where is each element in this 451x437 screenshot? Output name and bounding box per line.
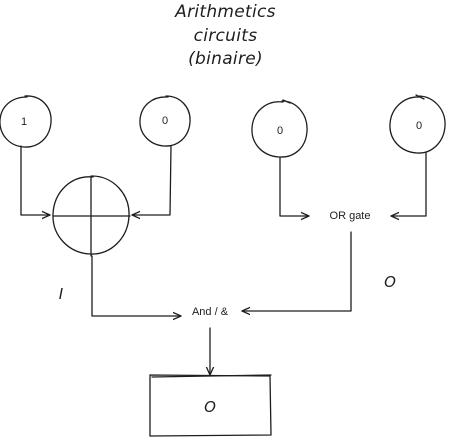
input-node-c: 0: [251, 99, 308, 158]
or-output-value: O: [384, 273, 396, 291]
input-node-b: 0: [139, 95, 191, 147]
diagram-title-line-2: circuits: [193, 26, 258, 46]
wire-c-to-or: [279, 157, 310, 216]
wire-b-to-xor: [131, 145, 172, 215]
input-node-a: 1: [0, 95, 52, 148]
wire-xor-to-and: [91, 255, 182, 316]
input-c-label: 0: [277, 125, 283, 137]
or-gate-label: OR gate: [330, 210, 371, 222]
wire-d-to-or: [390, 152, 427, 216]
output-value: O: [204, 398, 216, 416]
and-gate-label: And / &: [192, 306, 229, 318]
output-box: O: [149, 374, 272, 437]
diagram-title-line-1: Arithmetics: [175, 2, 276, 22]
input-d-label: 0: [416, 120, 422, 132]
xor-gate-symbol: [52, 175, 131, 257]
diagram-title-line-3: (binaire): [188, 49, 263, 69]
xor-output-value: I: [59, 285, 64, 303]
input-a-label: 1: [21, 116, 27, 128]
wire-or-to-and: [241, 231, 352, 311]
wire-a-to-xor: [20, 145, 51, 215]
input-node-d: 0: [389, 94, 446, 154]
input-b-label: 0: [162, 115, 168, 127]
